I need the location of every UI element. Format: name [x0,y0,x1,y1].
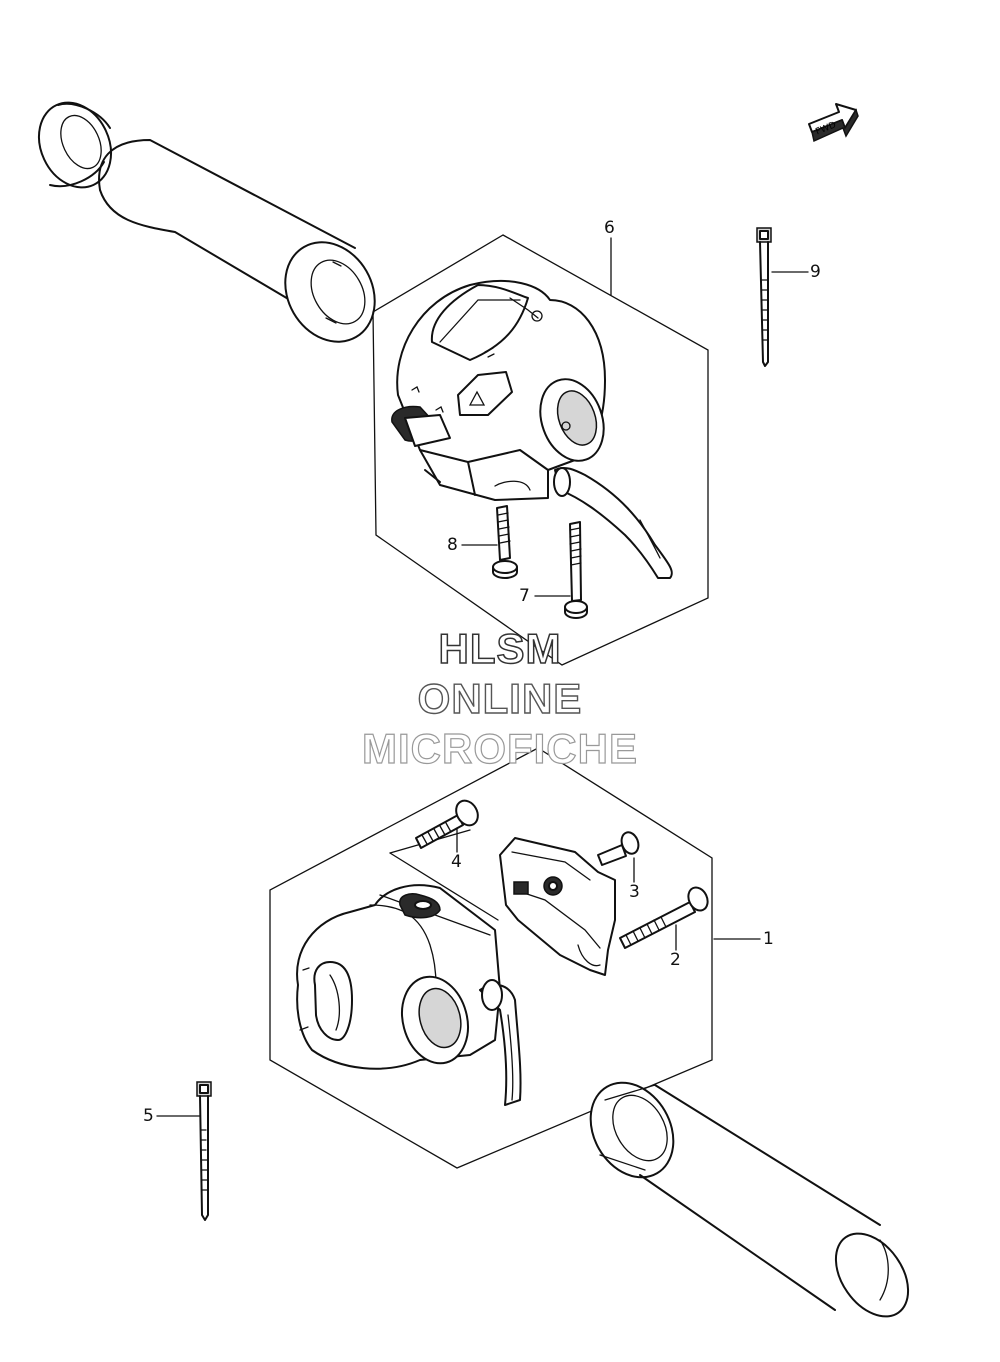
watermark-line-3: MICROFICHE [361,725,638,772]
left-switch-assembly-1 [269,747,713,1169]
callout-9: 9 [810,262,821,282]
callout-7: 7 [519,586,530,606]
cable-tie-5-part [196,1081,212,1221]
callout-3: 3 [629,882,640,902]
callout-8: 8 [447,535,458,555]
screw-2-part [619,886,709,949]
fwd-arrow-icon: FWD [808,103,859,143]
callout-2: 2 [670,950,681,970]
screw-8-part [492,505,518,579]
leader-lines [156,237,809,1117]
callout-5: 5 [143,1106,154,1126]
screw-7-part [564,521,588,619]
screw-3-part [597,831,640,866]
callout-1: 1 [763,929,774,949]
callout-4: 4 [451,852,462,872]
right-switch-assembly-6 [372,234,709,666]
left-grip-part [38,101,376,343]
watermark-line-2: ONLINE [417,675,583,722]
screw-4-part [415,799,479,849]
right-grip-part [589,1081,910,1318]
watermark-line-1: HLSM [438,625,562,672]
callout-6: 6 [604,218,615,238]
cable-tie-9-part [756,227,772,367]
